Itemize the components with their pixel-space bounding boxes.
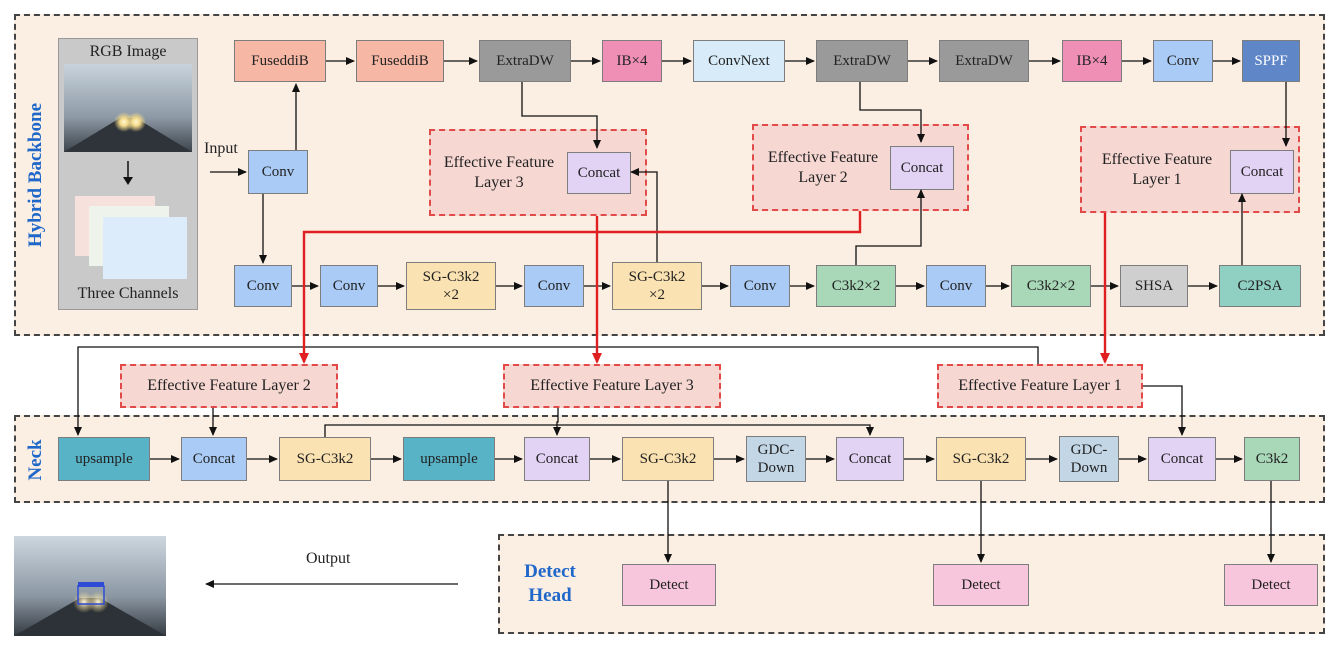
conv-block-b1: Conv [234, 265, 292, 307]
effective-feature-layer-2-label: Effective Feature Layer 2 [767, 149, 879, 186]
detect-head-label: Detect Head [524, 561, 576, 606]
c2psa-block: C2PSA [1219, 265, 1301, 307]
neck-efl3-label: Effective Feature Layer 3 [530, 377, 694, 394]
gdc-down-block-1: GDC- Down [746, 436, 806, 482]
sg-c3k2-block-n1: SG-C3k2 [279, 437, 371, 481]
concat-block-n4: Concat [1148, 437, 1216, 481]
neck-efl2-label: Effective Feature Layer 2 [147, 377, 311, 394]
effective-feature-layer-3-group: Effective Feature Layer 3 Concat [429, 129, 647, 216]
concat-block-efl1: Concat [1230, 150, 1294, 194]
neck-effective-feature-layer-1: Effective Feature Layer 1 [937, 364, 1143, 408]
conv-block-b4: Conv [730, 265, 790, 307]
concat-block-efl2: Concat [890, 146, 954, 190]
sg-c3k2-block-n2: SG-C3k2 [622, 437, 714, 481]
conv-block-b2: Conv [320, 265, 378, 307]
sg-c3k2x2-block-2: SG-C3k2 ×2 [612, 262, 702, 310]
extradw-block-3: ExtraDW [939, 40, 1029, 82]
sg-c3k2x2-block-1: SG-C3k2 ×2 [406, 262, 496, 310]
c3k2-block-n: C3k2 [1244, 437, 1300, 481]
ib4-block-2: IB×4 [1062, 40, 1122, 82]
detect-block-3: Detect [1224, 564, 1318, 606]
c3k2x2-block-1: C3k2×2 [816, 265, 896, 307]
detect-block-2: Detect [933, 564, 1029, 606]
arrow-down-icon [123, 161, 133, 185]
conv-stem-block: Conv [248, 150, 308, 194]
input-label: Input [204, 140, 238, 157]
input-image-panel: RGB Image Three Channels [58, 38, 198, 310]
detect-block-1: Detect [622, 564, 716, 606]
concat-block-n2: Concat [524, 437, 590, 481]
sppf-block: SPPF [1242, 40, 1300, 82]
effective-feature-layer-1-label: Effective Feature Layer 1 [1101, 151, 1213, 188]
output-image [14, 536, 166, 636]
effective-feature-layer-2-group: Effective Feature Layer 2 Concat [752, 124, 969, 211]
conv-block-top: Conv [1153, 40, 1213, 82]
conv-block-b5: Conv [926, 265, 986, 307]
extradw-block-2: ExtraDW [816, 40, 908, 82]
concat-block-n1: Concat [181, 437, 247, 481]
sg-c3k2-block-n3: SG-C3k2 [936, 437, 1026, 481]
upsample-block-2: upsample [403, 437, 495, 481]
output-label: Output [306, 550, 351, 567]
neck-effective-feature-layer-2: Effective Feature Layer 2 [120, 364, 338, 408]
concat-block-n3: Concat [836, 437, 904, 481]
rgb-image-label: RGB Image [89, 43, 167, 60]
effective-feature-layer-3-label: Effective Feature Layer 3 [443, 154, 555, 191]
upsample-block-1: upsample [58, 437, 150, 481]
three-channels-label: Three Channels [77, 285, 179, 302]
channel-layer-blue [103, 217, 187, 279]
gdc-down-block-2: GDC- Down [1059, 436, 1119, 482]
neck-effective-feature-layer-3: Effective Feature Layer 3 [503, 364, 721, 408]
convnext-block: ConvNext [693, 40, 785, 82]
extradw-block-1: ExtraDW [479, 40, 571, 82]
shsa-block: SHSA [1120, 265, 1188, 307]
conv-block-b3: Conv [524, 265, 584, 307]
ib4-block-1: IB×4 [602, 40, 662, 82]
c3k2x2-block-2: C3k2×2 [1011, 265, 1091, 307]
effective-feature-layer-1-group: Effective Feature Layer 1 Concat [1080, 126, 1300, 213]
neck-efl1-label: Effective Feature Layer 1 [958, 377, 1122, 394]
foggy-road-image [64, 64, 192, 152]
fuseddib-block-1: FuseddiB [234, 40, 326, 82]
fuseddib-block-2: FuseddiB [356, 40, 444, 82]
